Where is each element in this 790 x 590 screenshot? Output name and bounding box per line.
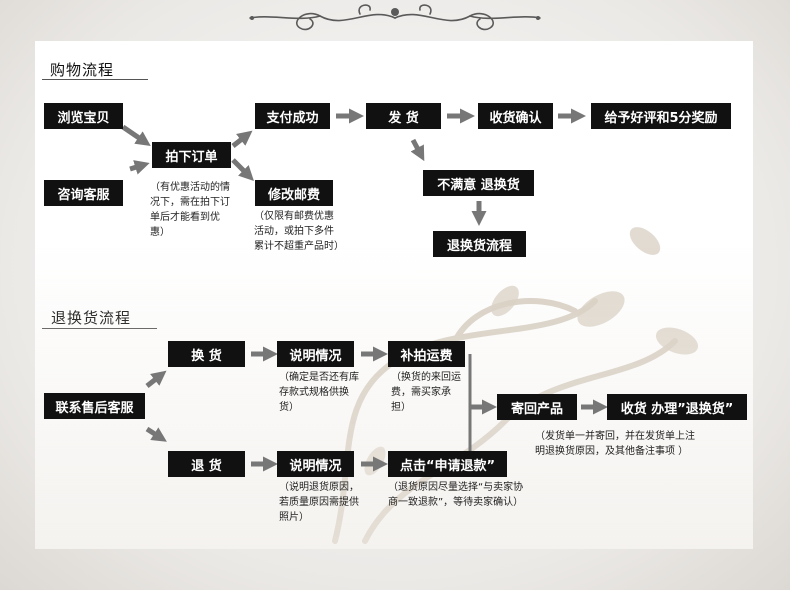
unsatisfied-box: 不满意 退换货: [423, 170, 534, 196]
arrow: [413, 140, 421, 155]
explain-box-exchange: 说明情况: [277, 341, 354, 367]
order-box: 拍下订单: [152, 142, 231, 168]
return-flow-box: 退换货流程: [433, 231, 526, 257]
arrow: [130, 165, 143, 169]
pay-shipping-box: 补拍运费: [388, 341, 465, 367]
explain-note-refund: （说明退货原因，若质量原因需提供照片）: [279, 480, 361, 525]
contact-service-box: 联系售后客服: [44, 393, 145, 419]
exchange-box: 换 货: [168, 341, 245, 367]
final-exchange-box: 收货 办理”退换货”: [607, 394, 747, 420]
top-ornament: [0, 0, 790, 40]
arrow: [147, 375, 161, 386]
refund-box: 退 货: [168, 451, 245, 477]
modify-postage-box: 修改邮费: [255, 180, 333, 206]
explain-note-exchange: （确定是否还有库存款式规格供换货）: [279, 370, 359, 415]
ship-box: 发 货: [366, 103, 441, 129]
receive-confirm-box: 收货确认: [478, 103, 553, 129]
apply-refund-box: 点击“申请退款”: [388, 451, 507, 477]
arrow: [147, 429, 161, 438]
consult-box: 咨询客服: [44, 180, 123, 206]
shipping-note: （换货的来回运费，需买家承担）: [391, 370, 463, 415]
pay-success-box: 支付成功: [255, 103, 330, 129]
send-back-box: 寄回产品: [497, 394, 577, 420]
arrow: [123, 127, 145, 142]
send-back-note: （发货单一并寄回，并在发货单上注明退换货原因，及其他备注事项 ）: [535, 429, 695, 459]
order-note: （有优惠活动的情况下，需在拍下订单后才能看到优惠）: [150, 180, 232, 240]
refund-note: （退货原因尽量选择“与卖家协商一致退款”，等待卖家确认）: [388, 480, 526, 510]
flow-panel: 购物流程 退换货流程: [35, 41, 753, 549]
explain-box-refund: 说明情况: [277, 451, 354, 477]
arrow: [233, 160, 249, 176]
browse-box: 浏览宝贝: [44, 103, 123, 129]
review-box: 给予好评和5分奖励: [591, 103, 731, 129]
postage-note: （仅限有邮费优惠活动，或拍下多件累计不超重产品时）: [254, 209, 339, 254]
arrow: [233, 135, 247, 146]
